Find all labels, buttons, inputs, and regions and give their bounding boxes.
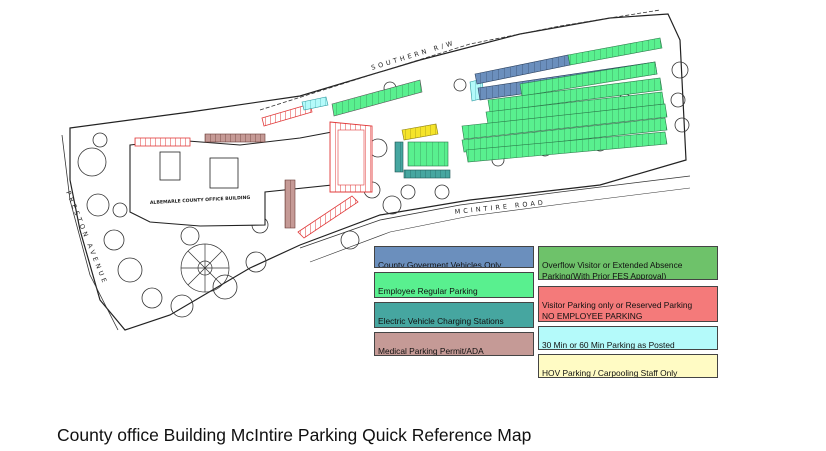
ev-charging-area-2 [394,141,404,173]
legend-label: 30 Min or 60 Min Parking as Posted [542,340,675,350]
building-label: ALBEMARLE COUNTY OFFICE BUILDING [150,195,251,206]
mcintire-road-edge [299,175,691,249]
legend-timed-parking: 30 Min or 60 Min Parking as Posted [538,326,718,350]
plaza [180,243,230,293]
legend-label: Electric Vehicle Charging Stations [378,316,504,326]
mcintire-road-edge-2 [309,187,691,263]
legend-hov-carpool: HOV Parking / Carpooling Staff Only [538,354,718,378]
legend-label: County Goverment Vehicles Only [378,260,502,268]
medical-parking-side [284,179,296,229]
legend-employee-regular: Employee Regular Parking [374,272,534,298]
north-lot [331,37,668,163]
legend-label: HOV Parking / Carpooling Staff Only [542,368,678,378]
medical-parking-top [204,133,266,143]
legend-label: Overflow Visitor or Extended Absence Par… [542,260,683,280]
county-office-building [129,131,333,227]
timed-parking-area [301,96,329,111]
ev-charging-area [403,169,451,179]
property-boundary [69,13,687,331]
road-label-mcintire: MCINTIRE ROAD [454,198,546,216]
building-core [209,157,239,189]
legend-overflow-visitor: Overflow Visitor or Extended Absence Par… [538,246,718,280]
legend-visitor-reserved: Visitor Parking only or Reserved Parking… [538,286,718,322]
employee-lot-east [407,141,449,167]
map-caption: County office Building McIntire Parking … [57,425,532,445]
legend-label: Employee Regular Parking [378,286,478,296]
southern-row-line [259,9,661,111]
hov-parking [401,123,439,141]
legend-label: Visitor Parking only or Reserved Parking… [542,300,693,321]
building-courtyard [159,151,181,181]
legend-label: Medical Parking Permit/ADA [378,346,484,356]
preston-avenue-edge [61,134,119,331]
legend-county-vehicles: County Goverment Vehicles Only [374,246,534,268]
road-label-southern: SOUTHERN R/W [370,39,456,72]
visitor-parking [134,103,373,239]
legend-medical-ada: Medical Parking Permit/ADA [374,332,534,356]
legend-ev-charging: Electric Vehicle Charging Stations [374,302,534,328]
